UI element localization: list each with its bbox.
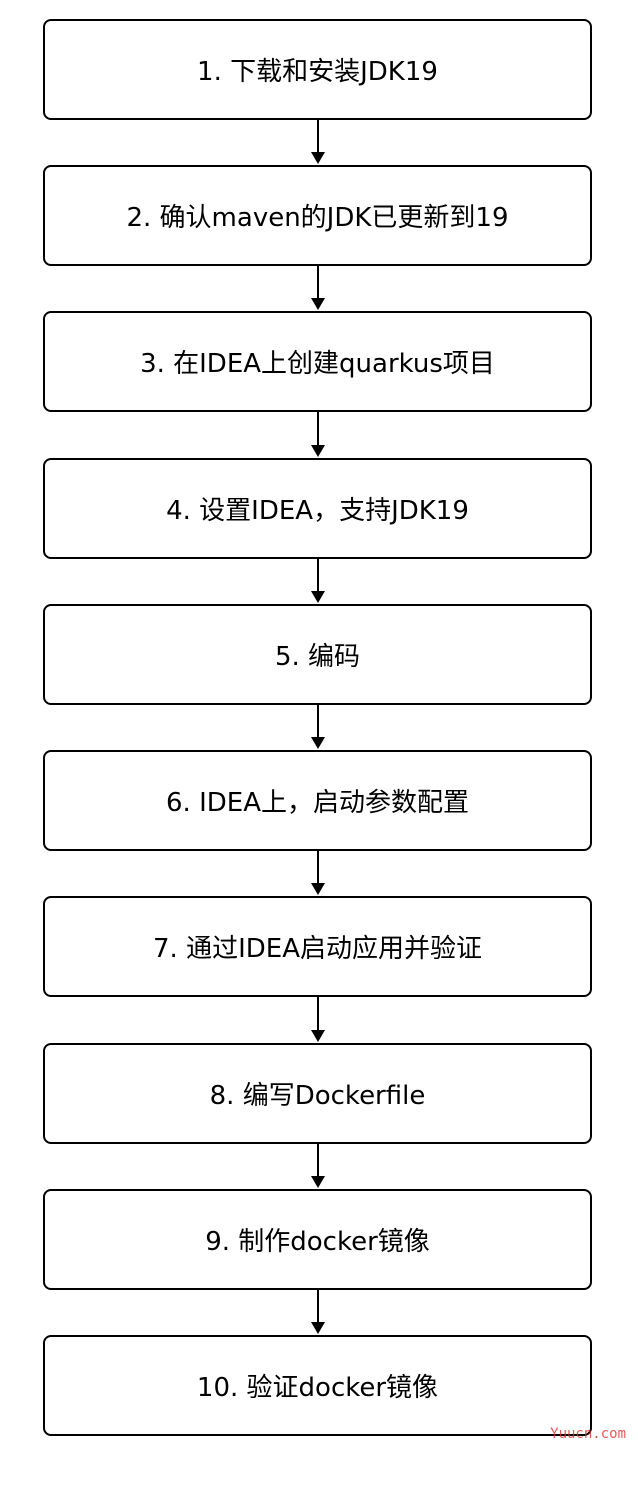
- watermark-text: Yuucn.com: [550, 1426, 626, 1442]
- step-label-3: 3. 在IDEA上创建quarkus项目: [140, 349, 495, 379]
- step-label-9: 9. 制作docker镜像: [205, 1227, 430, 1257]
- arrow-6-to-7: [311, 851, 325, 895]
- step-box-5: 5. 编码: [43, 604, 592, 705]
- arrow-7-to-8: [311, 997, 325, 1042]
- step-label-6: 6. IDEA上，启动参数配置: [166, 788, 469, 818]
- arrow-9-to-10: [311, 1290, 325, 1334]
- step-label-8: 8. 编写Dockerfile: [209, 1081, 426, 1111]
- step-box-4: 4. 设置IDEA，支持JDK19: [43, 458, 592, 559]
- step-box-2: 2. 确认maven的JDK已更新到19: [43, 165, 592, 266]
- step-box-1: 1. 下载和安装JDK19: [43, 19, 592, 120]
- arrow-4-to-5: [311, 559, 325, 603]
- step-label-4: 4. 设置IDEA，支持JDK19: [166, 496, 469, 526]
- step-label-1: 1. 下载和安装JDK19: [197, 57, 438, 87]
- arrow-8-to-9: [311, 1144, 325, 1188]
- step-label-2: 2. 确认maven的JDK已更新到19: [126, 203, 509, 233]
- step-box-10: 10. 验证docker镜像: [43, 1335, 592, 1436]
- arrow-2-to-3: [311, 266, 325, 310]
- arrow-1-to-2: [311, 120, 325, 164]
- step-label-5: 5. 编码: [274, 642, 361, 672]
- arrow-5-to-6: [311, 705, 325, 749]
- step-box-6: 6. IDEA上，启动参数配置: [43, 750, 592, 851]
- step-label-7: 7. 通过IDEA启动应用并验证: [153, 934, 482, 964]
- step-box-9: 9. 制作docker镜像: [43, 1189, 592, 1290]
- step-box-3: 3. 在IDEA上创建quarkus项目: [43, 311, 592, 412]
- step-label-10: 10. 验证docker镜像: [196, 1373, 439, 1403]
- arrow-3-to-4: [311, 412, 325, 457]
- step-box-8: 8. 编写Dockerfile: [43, 1043, 592, 1144]
- step-box-7: 7. 通过IDEA启动应用并验证: [43, 896, 592, 997]
